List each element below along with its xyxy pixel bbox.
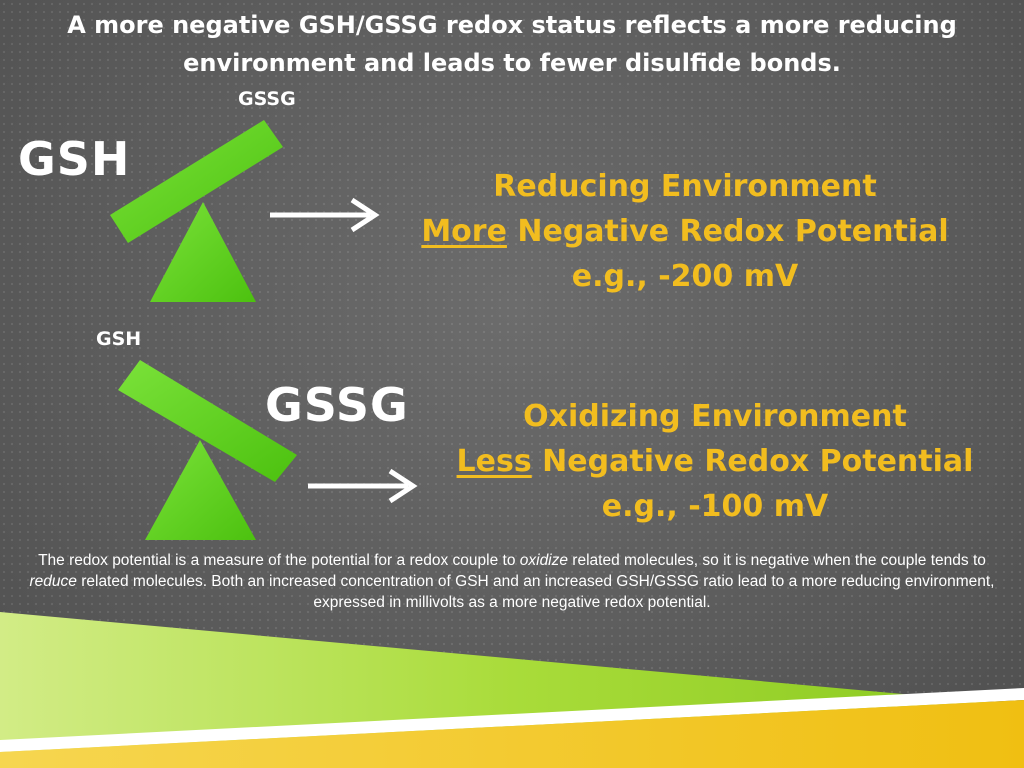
explanation-caption: The redox potential is a measure of the … xyxy=(20,550,1004,613)
reducing-potential-line: More Negative Redox Potential xyxy=(380,209,990,254)
white-stripe xyxy=(0,688,1024,752)
oxidizing-emphasis: Less xyxy=(456,444,532,479)
caption-text-3: related molecules. Both an increased con… xyxy=(76,573,995,611)
bottom-light-label: GSH xyxy=(96,328,142,350)
oxidizing-environment-block: Oxidizing Environment Less Negative Redo… xyxy=(420,394,1010,529)
top-lever-plank xyxy=(110,120,283,243)
slide-title: A more negative GSH/GSSG redox status re… xyxy=(67,11,957,77)
reducing-environment-block: Reducing Environment More Negative Redox… xyxy=(380,164,990,299)
oxidizing-example: e.g., -100 mV xyxy=(601,489,829,524)
bottom-lever-plank xyxy=(118,360,297,482)
bottom-seesaw xyxy=(118,360,297,540)
top-light-label: GSSG xyxy=(238,88,296,110)
reducing-heading: Reducing Environment xyxy=(493,169,877,204)
reducing-emphasis: More xyxy=(421,214,507,249)
caption-text-1: The redox potential is a measure of the … xyxy=(38,552,520,569)
caption-italic-reduce: reduce xyxy=(29,573,77,590)
bottom-heavy-label: GSSG xyxy=(265,378,409,432)
caption-italic-oxidize: oxidize xyxy=(519,552,568,569)
top-arrow-icon xyxy=(270,197,380,233)
top-heavy-label: GSH xyxy=(18,132,131,186)
oxidizing-potential-text: Negative Redox Potential xyxy=(531,444,974,479)
yellow-band xyxy=(0,700,1024,768)
reducing-potential-text: Negative Redox Potential xyxy=(506,214,949,249)
oxidizing-potential-line: Less Negative Redox Potential xyxy=(420,439,1010,484)
top-fulcrum-triangle xyxy=(150,202,256,302)
caption-text-2: related molecules, so it is negative whe… xyxy=(568,552,986,569)
top-seesaw xyxy=(110,120,283,302)
bottom-arrow-icon xyxy=(308,468,418,504)
oxidizing-heading: Oxidizing Environment xyxy=(523,399,907,434)
reducing-example: e.g., -200 mV xyxy=(571,259,799,294)
bottom-fulcrum-triangle xyxy=(145,440,256,540)
